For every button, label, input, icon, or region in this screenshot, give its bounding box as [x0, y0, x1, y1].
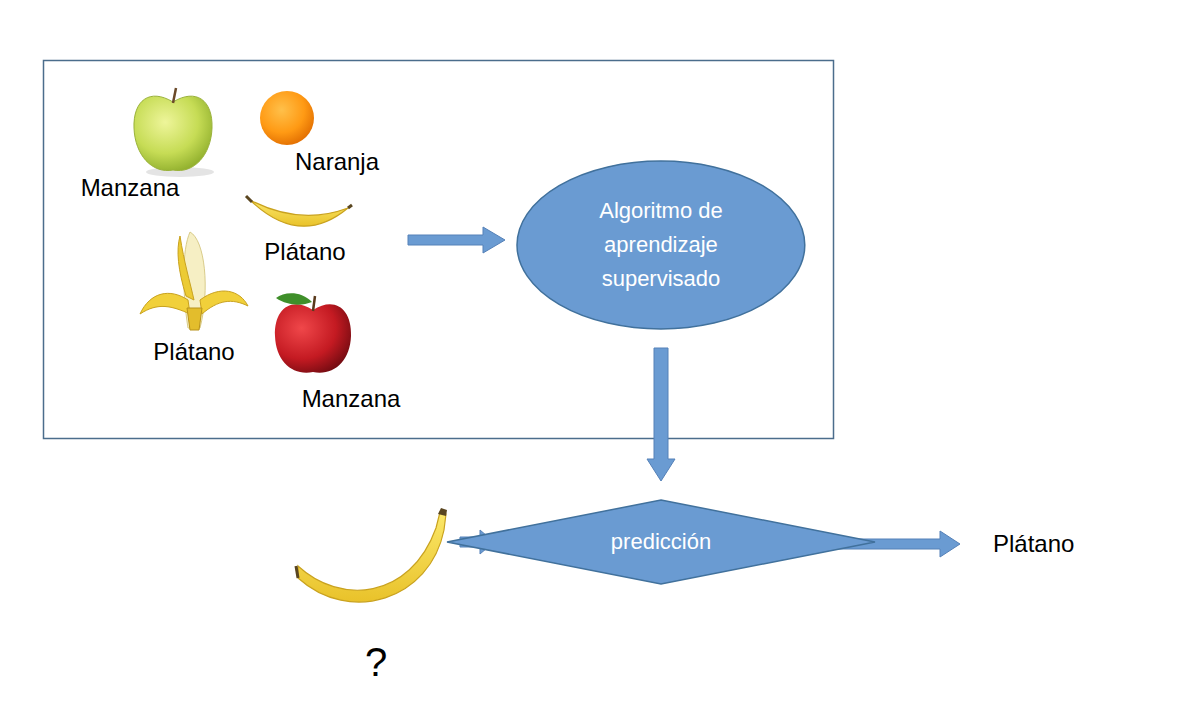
orange	[260, 91, 314, 145]
fruit-label: Manzana	[302, 385, 401, 413]
banana	[246, 196, 352, 226]
node-label: predicción	[561, 528, 761, 556]
fruit-label: Plátano	[264, 238, 345, 266]
red-apple	[275, 293, 351, 372]
block-arrow	[408, 227, 505, 253]
fruit-label: Manzana	[81, 174, 180, 202]
query-mark: ?	[365, 639, 387, 685]
peeled-banana	[140, 232, 248, 330]
fruit-label: Naranja	[295, 148, 379, 176]
block-arrow	[647, 348, 675, 481]
fruit-label: Plátano	[993, 530, 1074, 558]
fruit-label: Plátano	[153, 338, 234, 366]
node-shape	[447, 500, 875, 584]
green-apple	[134, 88, 214, 177]
decision-diamond: predicción	[446, 499, 876, 585]
training-frame	[44, 61, 834, 439]
query-banana	[296, 508, 447, 602]
node-shape	[517, 161, 805, 329]
process-ellipse: Algoritmo de aprendizaje supervisado	[516, 160, 806, 330]
node-label: Algoritmo de aprendizaje supervisado	[566, 194, 756, 296]
